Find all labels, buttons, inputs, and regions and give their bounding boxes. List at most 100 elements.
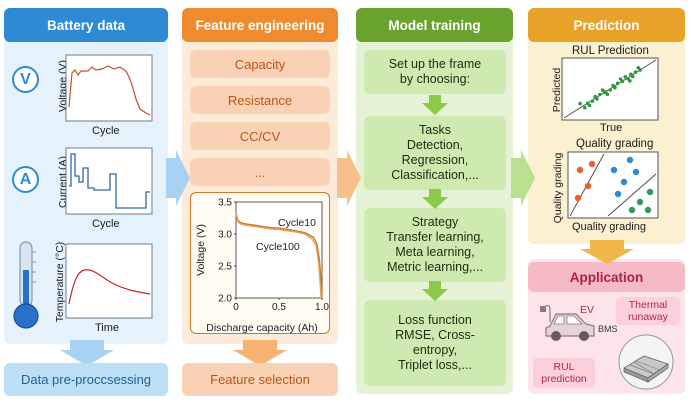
loss-function-box: Loss function RMSE, Cross- entropy, Trip…: [364, 300, 506, 386]
y-tick-label: 3.5: [218, 198, 232, 209]
rul-scatter-point: [593, 94, 597, 99]
x-tick-label: 1.0: [315, 302, 329, 313]
rul-prediction-title: RUL Prediction: [572, 45, 649, 57]
voltage-plot: [65, 54, 153, 122]
discharge-ylabel: Voltage (V): [195, 224, 207, 276]
feature-engineering-header: Feature engineering: [182, 8, 338, 42]
grading-point: [632, 168, 640, 176]
rul-scatter-point: [590, 99, 595, 103]
rul-scatter-point: [623, 75, 627, 79]
ev-car-icon: [540, 304, 595, 341]
feature-item-more: ...: [190, 158, 330, 186]
application-header: Application: [528, 262, 685, 292]
series-line-cycle10: [235, 211, 323, 299]
temperature-curve: [68, 269, 151, 305]
grading-point: [646, 188, 654, 196]
grading-point: [576, 166, 584, 174]
arrow-strategy-to-loss: [422, 281, 448, 301]
arrow-prediction-down: [580, 240, 634, 264]
strategy-line-1: Transfer learning,: [386, 230, 484, 244]
feature-item-cccv: CC/CV: [190, 122, 330, 150]
ev-label: EV: [580, 304, 595, 316]
frame-setup-line-2: by choosing:: [399, 72, 471, 86]
rul-app-line-2: prediction: [541, 373, 587, 385]
arrow-battery-down: [60, 340, 114, 366]
thermal-runaway-line-2: runaway: [628, 311, 668, 323]
rul-scatter-point: [615, 81, 620, 86]
frame-setup-line-1: Set up the frame: [388, 57, 482, 71]
strategy-title: Strategy: [411, 215, 459, 229]
rul-scatter-point: [611, 83, 615, 88]
y-tick-label: 2.5: [218, 262, 232, 273]
voltage-curve: [68, 65, 151, 116]
battery-pack-icon: [618, 334, 674, 390]
rul-xlabel: True: [600, 122, 623, 134]
arrow-tasks-to-strategy: [422, 189, 448, 209]
tasks-title: Tasks: [419, 123, 451, 137]
thermometer-icon: [13, 241, 39, 329]
current-plot: [65, 147, 153, 215]
rul-prediction-app-box: [533, 358, 595, 388]
temperature-ylabel: Temperature (°C): [54, 241, 66, 323]
thermal-runaway-box: [616, 297, 680, 325]
grading-point: [584, 182, 592, 190]
loss-title: Loss function: [398, 313, 472, 327]
x-tick-label: 0.5: [272, 302, 286, 313]
temperature-plot: [65, 243, 153, 319]
loss-line-1: RMSE, Cross-: [395, 328, 475, 342]
series-line-cycle100: [235, 212, 322, 299]
y-tick-label: 2.0: [218, 294, 232, 305]
tasks-line-2: Regression,: [401, 153, 469, 167]
strategy-line-3: Metric learning,...: [387, 260, 483, 274]
grading-boundary-2: [607, 173, 657, 217]
rul-scatter-point: [633, 70, 638, 74]
arrow-frame-to-tasks: [422, 95, 448, 115]
thermal-runaway-line-1: Thermal: [628, 299, 668, 311]
discharge-xlabel: Discharge capacity (Ah): [206, 322, 317, 334]
x-tick-label: 0: [233, 302, 239, 313]
arrow-model-to-prediction: [511, 150, 535, 206]
rul-scatter-point: [618, 77, 623, 81]
rul-scatter-point: [585, 101, 590, 106]
prediction-header: Prediction: [528, 8, 685, 42]
model-training-header: Model training: [356, 8, 513, 42]
y-tick-label: 3.0: [218, 230, 232, 241]
grading-point: [626, 156, 634, 164]
rul-scatter-point: [626, 76, 630, 81]
quality-grading-xlabel: Quality grading: [572, 221, 646, 233]
current-xlabel: Cycle: [92, 218, 120, 230]
annotation-cycle100: Cycle100: [256, 241, 300, 253]
tasks-box: Tasks Detection, Regression, Classificat…: [364, 116, 506, 190]
grading-point: [628, 206, 636, 214]
tasks-line-1: Detection,: [406, 138, 464, 152]
rul-scatter-point: [600, 88, 605, 92]
grading-point: [574, 194, 582, 202]
feature-item-capacity: Capacity: [190, 50, 330, 78]
grading-point: [620, 178, 628, 186]
battery-data-header: Battery data: [4, 8, 168, 42]
rul-scatter-point: [608, 88, 612, 92]
tasks-line-3: Classification,...: [391, 168, 479, 182]
rul-scatter-plot: [561, 57, 659, 121]
arrow-battery-to-feature: [166, 150, 190, 206]
frame-setup-box: Set up the frame by choosing:: [364, 50, 506, 94]
loss-line-2: entropy,: [412, 343, 458, 357]
bms-label: BMS: [598, 324, 618, 334]
temperature-xlabel: Time: [95, 322, 120, 334]
rul-scatter-point: [636, 66, 641, 70]
feature-selection-box: Feature selection: [182, 363, 338, 396]
data-preprocessing-box: Data pre-proccsessing: [4, 363, 168, 396]
grading-point: [644, 206, 652, 214]
grading-point: [614, 190, 622, 198]
rul-scatter-point: [598, 92, 602, 97]
rul-scatter-point: [629, 72, 633, 77]
arrow-feature-down: [233, 340, 287, 366]
discharge-plot-area: [235, 201, 323, 299]
grading-point: [588, 160, 596, 168]
quality-grading-ylabel: Quality grading: [552, 152, 564, 224]
strategy-line-2: Meta learning,: [395, 245, 475, 259]
arrow-feature-to-model: [337, 150, 361, 206]
current-curve: [69, 153, 150, 209]
rul-app-line-1: RUL: [553, 361, 575, 373]
